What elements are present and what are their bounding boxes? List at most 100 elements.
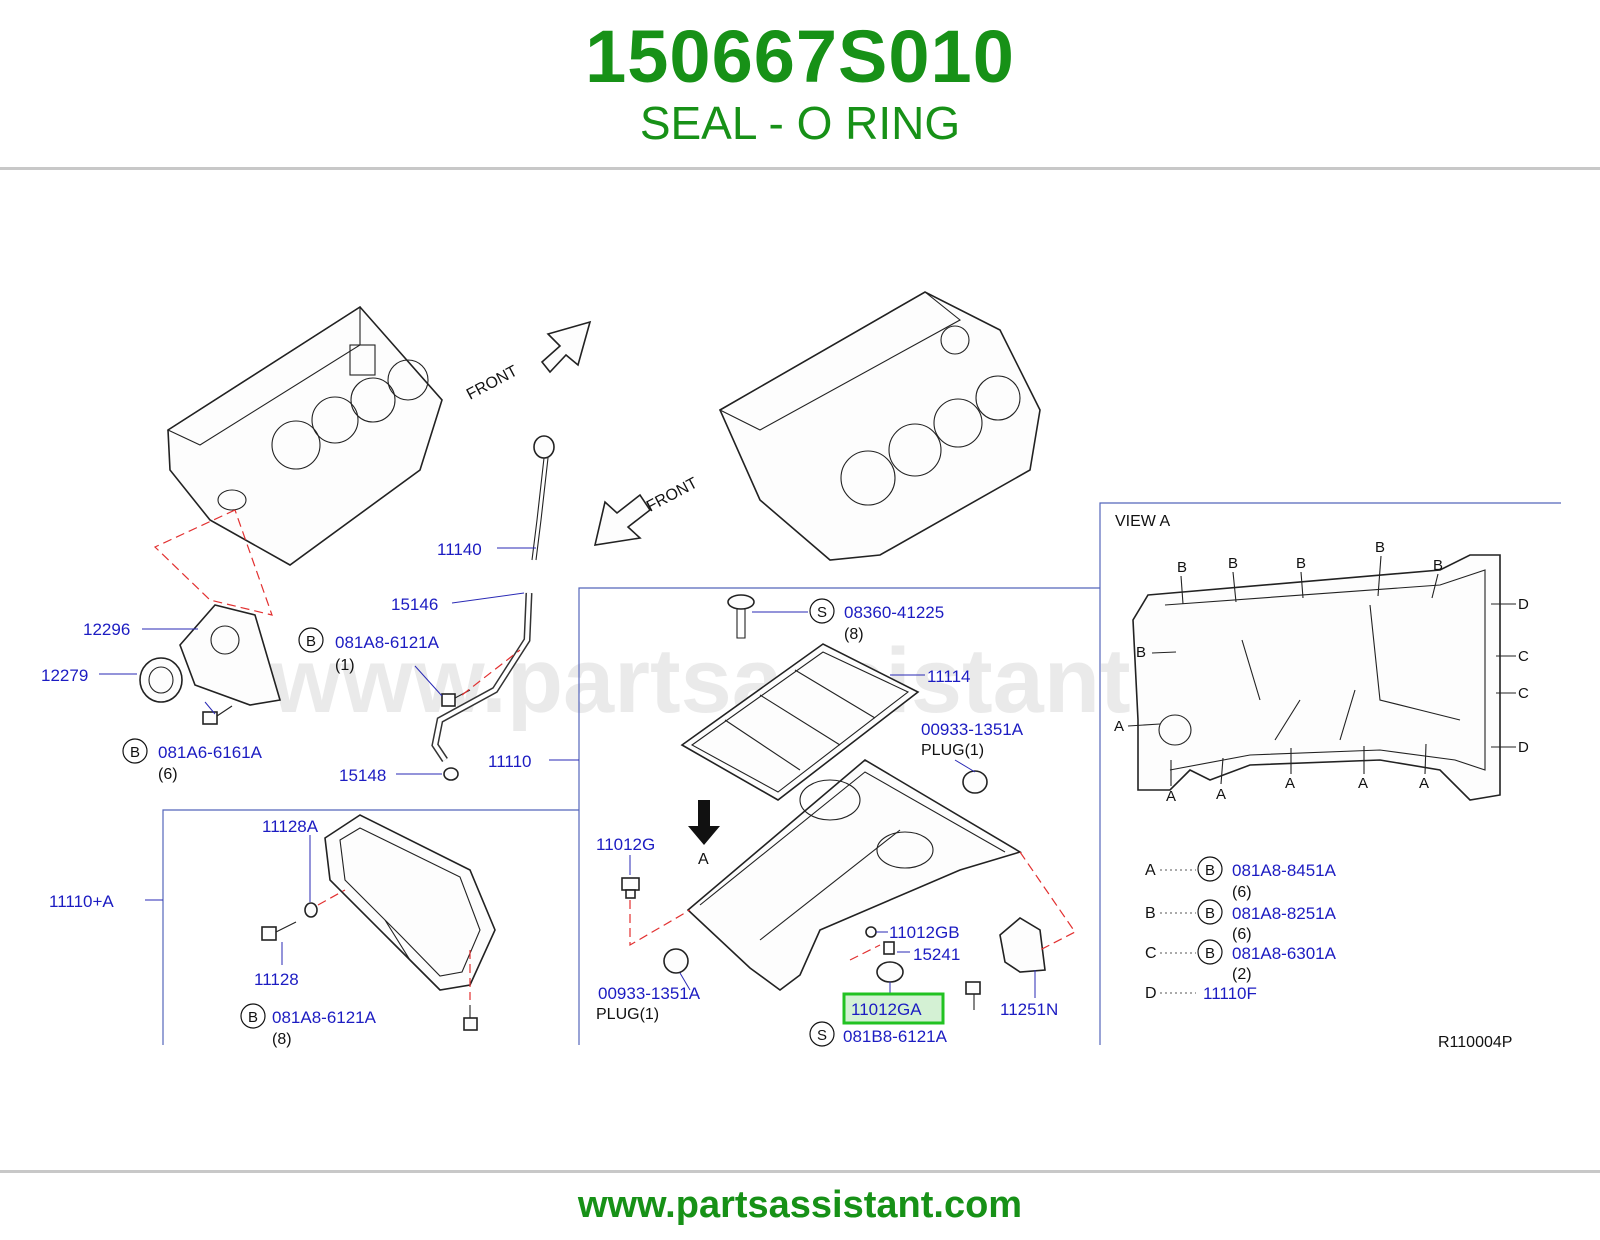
view-a-pan-outline — [1132, 554, 1501, 801]
bolt-marker-b: B — [1375, 539, 1385, 556]
footer-divider — [0, 1170, 1600, 1173]
cover-11251N — [999, 917, 1046, 973]
callout-11251n[interactable]: 11251N — [1000, 1000, 1058, 1019]
symbol-b-circle — [240, 1003, 266, 1029]
dashed-leader-drain — [629, 900, 691, 947]
front-arrow-upper: FRONT — [464, 320, 592, 404]
leader-lines — [99, 547, 1036, 998]
bolt-marker-b: B — [1228, 555, 1238, 572]
plug-label-upper: PLUG(1) — [921, 742, 984, 759]
legend-part[interactable]: 11110F — [1203, 984, 1257, 1003]
dashed-leader-cover — [1019, 851, 1076, 951]
bolt-marker-b: B — [1136, 644, 1146, 661]
bolt-08360 — [727, 594, 755, 639]
view-a-panel: VIEW A B B B B B B A A A A A A D C C D — [1114, 513, 1529, 805]
footer-url[interactable]: www.partsassistant.com — [577, 1184, 1023, 1226]
legend-symbol: B — [1205, 862, 1215, 879]
highlight-box — [842, 992, 945, 1025]
baffle-plate — [680, 643, 920, 801]
rear-oil-seal-retainer — [179, 604, 282, 706]
drawing-code: R110004P — [1438, 1034, 1512, 1051]
qty-081a8-pan: (8) — [272, 1031, 292, 1048]
qty-081a8-dipstick: (1) — [335, 657, 355, 674]
plug-00933-lower — [663, 948, 689, 974]
o-ring-11012GA — [876, 961, 904, 983]
callout-081a8-pan[interactable]: 081A8-6121A — [272, 1008, 377, 1027]
callouts: 12296 12279 11140 15146 15148 11110 1111… — [41, 540, 1058, 1048]
upper-oil-pan — [686, 759, 1022, 991]
callout-11012g[interactable]: 11012G — [596, 835, 655, 854]
symbol-b: B — [306, 633, 316, 650]
callout-11012ga[interactable]: 11012GA — [851, 1000, 922, 1019]
lower-oil-pan — [324, 814, 496, 991]
dashed-leader-o-ring — [849, 944, 881, 961]
symbol-b: B — [248, 1009, 258, 1026]
engine-block-left — [166, 305, 443, 566]
bolt-11128 — [261, 921, 297, 941]
dipstick-tube — [431, 592, 533, 762]
callout-081a6[interactable]: 081A6-6161A — [158, 743, 263, 762]
callout-11110[interactable]: 11110 — [488, 752, 532, 771]
diagram-frames — [162, 502, 1561, 1045]
bolt-081A8-pan — [463, 1005, 478, 1031]
symbol-s: S — [817, 1027, 827, 1044]
symbol-b: B — [130, 744, 140, 761]
callout-081b8[interactable]: 081B8-6121A — [843, 1027, 948, 1046]
qty-081a6: (6) — [158, 766, 178, 783]
legend-key: C — [1145, 945, 1157, 962]
legend-qty: (6) — [1232, 884, 1252, 901]
plug-00933-upper — [962, 770, 988, 794]
bolt-marker-d: D — [1518, 596, 1529, 613]
callout-12279[interactable]: 12279 — [41, 666, 88, 685]
bolt-081B8 — [965, 981, 981, 1010]
callout-00933-upper[interactable]: 00933-1351A — [921, 720, 1024, 739]
callout-11128[interactable]: 11128 — [254, 970, 299, 989]
callout-11128a[interactable]: 11128A — [262, 817, 319, 836]
header-divider — [0, 167, 1600, 170]
callout-11110a[interactable]: 11110+A — [49, 892, 114, 911]
legend-qty: (2) — [1232, 966, 1252, 983]
legend-key: A — [1145, 862, 1156, 879]
front-label-lower: FRONT — [644, 475, 701, 516]
dashed-leader-washer — [317, 889, 346, 906]
bolt-marker-a: A — [1166, 788, 1176, 805]
callout-00933-lower[interactable]: 00933-1351A — [598, 984, 701, 1003]
symbol-s-circle — [809, 1021, 835, 1047]
legend-part[interactable]: 081A8-6301A — [1232, 944, 1337, 963]
view-a-title: VIEW A — [1115, 513, 1170, 530]
callout-15148[interactable]: 15148 — [339, 766, 386, 785]
bolt-marker-b: B — [1296, 555, 1306, 572]
dipstick — [531, 435, 555, 561]
view-a-legend: A B 081A8-8451A (6) B B 081A8-8251A (6) … — [1145, 856, 1337, 1003]
symbol-s: S — [817, 604, 827, 621]
symbol-b-circle — [298, 627, 324, 653]
callout-11140[interactable]: 11140 — [437, 540, 482, 559]
o-ring-15148 — [443, 767, 459, 781]
callout-11012gb[interactable]: 11012GB — [889, 923, 960, 942]
callout-081a8-dipstick[interactable]: 081A8-6121A — [335, 633, 440, 652]
callout-15146[interactable]: 15146 — [391, 595, 438, 614]
legend-symbol: B — [1205, 945, 1215, 962]
callout-08360[interactable]: 08360-41225 — [844, 603, 944, 622]
bolt-marker-c: C — [1518, 648, 1529, 665]
callout-11114[interactable]: 11114 — [927, 667, 971, 686]
legend-part[interactable]: 081A8-8251A — [1232, 904, 1337, 923]
legend-key: D — [1145, 985, 1157, 1002]
dashed-leader-tube — [461, 649, 521, 696]
qty-08360: (8) — [844, 626, 864, 643]
symbol-s-circle — [809, 598, 835, 624]
washer-11128A — [304, 902, 318, 918]
bolt-marker-a: A — [1358, 775, 1368, 792]
front-arrow-lower: FRONT — [593, 475, 701, 546]
legend-part[interactable]: 081A8-8451A — [1232, 861, 1337, 880]
view-a-arrow-label: A — [698, 851, 709, 868]
callout-15241[interactable]: 15241 — [913, 945, 960, 964]
bolt-marker-b: B — [1177, 559, 1187, 576]
callout-12296[interactable]: 12296 — [83, 620, 130, 639]
legend-symbol: B — [1205, 905, 1215, 922]
bolt-marker-c: C — [1518, 685, 1529, 702]
bolt-marker-a: A — [1216, 786, 1226, 803]
bolt-081A6 — [202, 705, 233, 725]
symbol-b-circle — [122, 738, 148, 764]
